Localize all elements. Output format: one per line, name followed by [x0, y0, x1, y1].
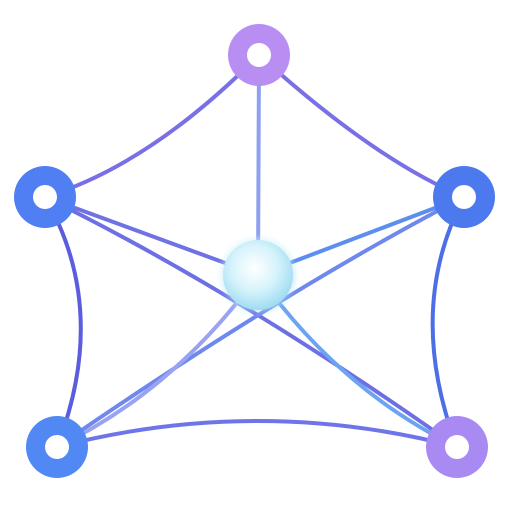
edge-left-to-bottom-left [43, 195, 83, 449]
edge-center-to-bottom-right [256, 273, 459, 449]
edge-center-to-bottom-left [55, 273, 260, 449]
edge-right-to-center [256, 195, 466, 277]
edge-left-to-center [43, 195, 260, 277]
hub-circle [223, 240, 293, 310]
node-layer [14, 24, 495, 478]
node-hole [45, 435, 69, 459]
node-left [14, 166, 76, 228]
node-right [433, 166, 495, 228]
node-hole [33, 185, 57, 209]
node-top [228, 24, 290, 86]
edge-bottom-left-to-bottom-right [55, 419, 459, 449]
node-bottom-left [26, 416, 88, 478]
node-hole [452, 185, 476, 209]
edge-top-to-left [43, 53, 261, 199]
edge-top-to-center [256, 53, 261, 277]
edge-top-to-right [257, 53, 466, 199]
node-hole [247, 43, 271, 67]
edge-right-to-bottom-right [430, 195, 466, 449]
node-center [223, 240, 293, 310]
node-bottom-right [426, 416, 488, 478]
node-hole [445, 435, 469, 459]
